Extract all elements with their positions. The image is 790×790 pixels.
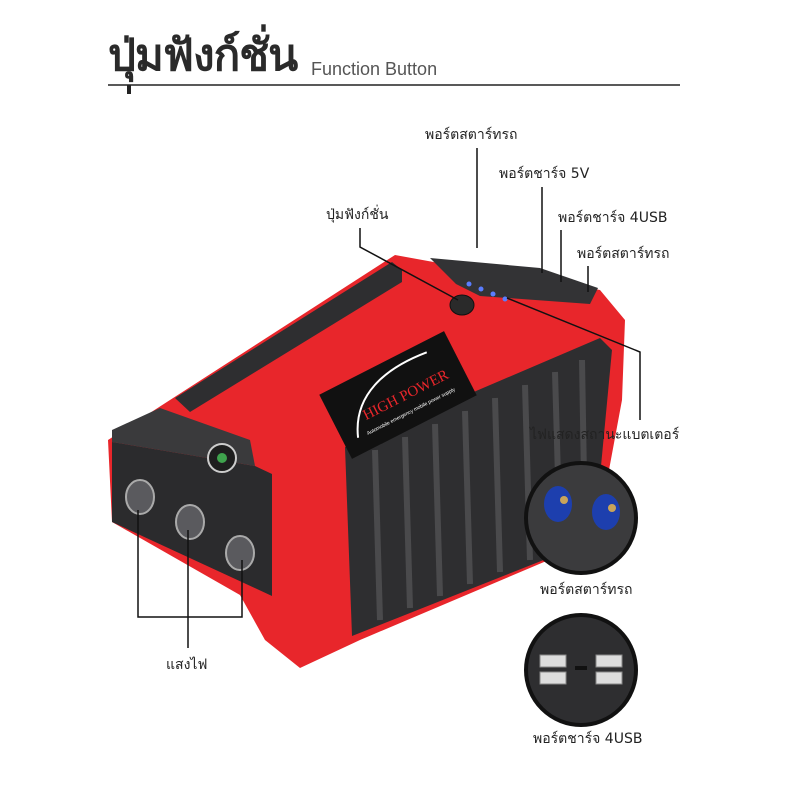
header-tick	[127, 85, 131, 94]
jump-starter-device: HIGH POWER Automobile emergency mobile p…	[108, 255, 625, 668]
logo-panel: HIGH POWER Automobile emergency mobile p…	[319, 331, 477, 459]
inset-start-port	[524, 461, 638, 575]
page-subtitle: Function Button	[311, 59, 438, 79]
flashlight-leds	[125, 479, 255, 571]
label-charge-5v: พอร์ตชาร์จ 5V	[499, 166, 590, 182]
inset-label-start-port: พอร์ตสตาร์ทรถ	[540, 582, 633, 598]
label-lights: แสงไฟ	[166, 657, 208, 673]
label-function-button: ปุ่มฟังก์ชั่น	[326, 207, 389, 223]
led-light-2	[175, 504, 205, 540]
inset-label-usb: พอร์ตชาร์จ 4USB	[533, 731, 643, 747]
function-button-icon	[449, 294, 475, 316]
battery-indicator-leds	[466, 281, 508, 302]
led-light-1	[125, 479, 155, 515]
label-battery-indicator: ไฟแสดงสถานะแบตเตอร์	[530, 427, 680, 443]
right-grip	[345, 338, 612, 636]
label-top-start-port: พอร์ตสตาร์ทรถ	[425, 127, 518, 143]
inset-usb-ports	[524, 613, 638, 727]
top-left-grip	[175, 262, 402, 412]
label-side-start-port: พอร์ตสตาร์ทรถ	[577, 246, 670, 262]
label-charge-4usb: พอร์ตชาร์จ 4USB	[558, 210, 668, 226]
page-title: ปุ่มฟังก์ชั่น	[108, 30, 298, 81]
rear-cap	[430, 258, 598, 304]
led-light-3	[225, 535, 255, 571]
callout-lines	[137, 148, 641, 648]
